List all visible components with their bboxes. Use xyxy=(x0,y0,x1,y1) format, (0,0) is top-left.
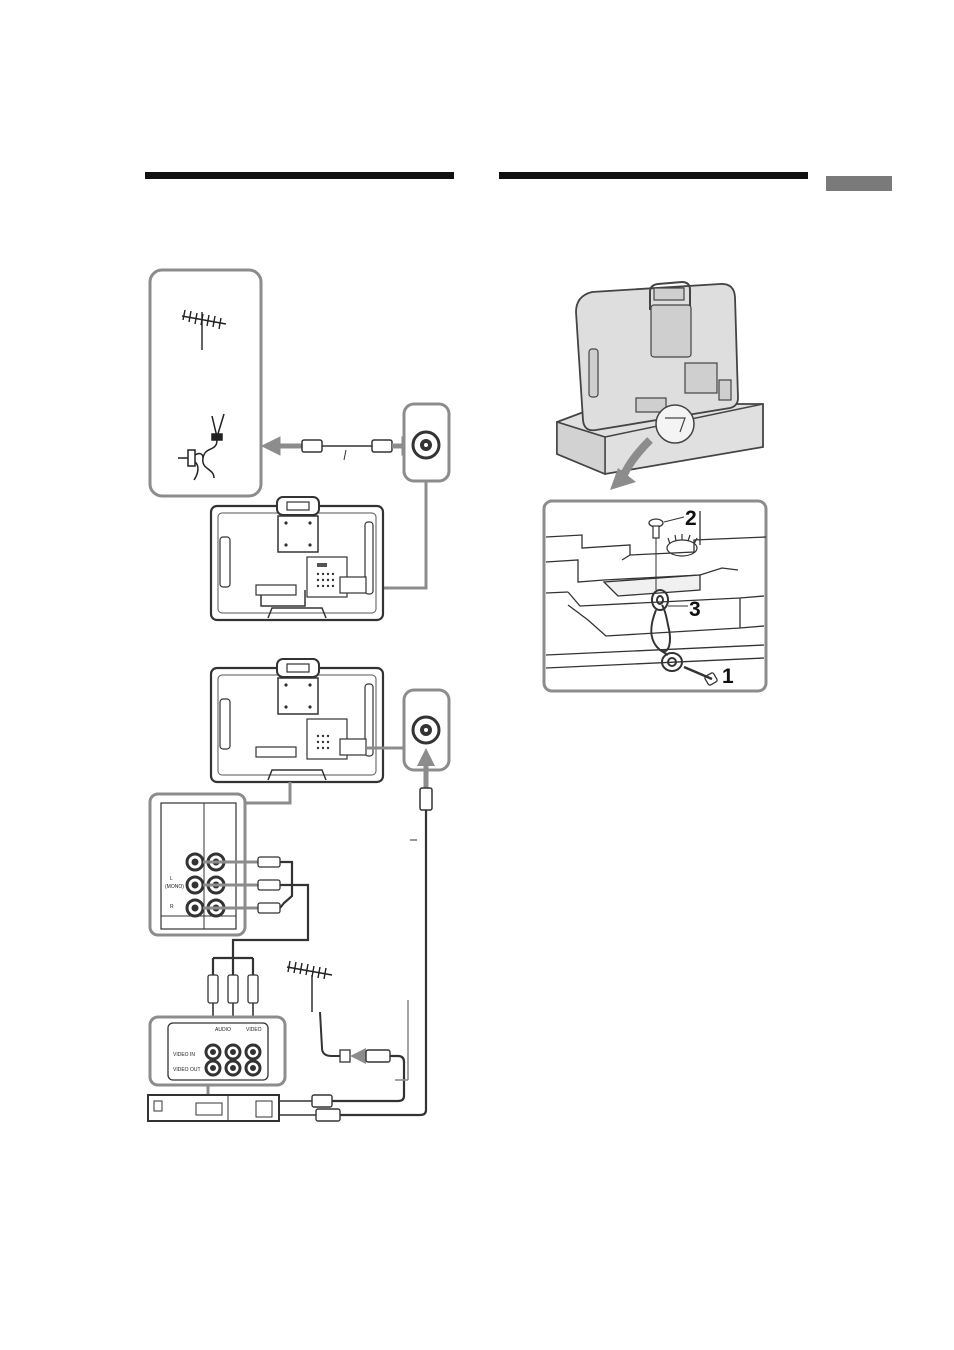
tv-back-1 xyxy=(211,497,383,620)
vcr-body xyxy=(148,1095,279,1121)
coax-cable-1 xyxy=(262,437,418,460)
coax-cable-3 xyxy=(322,1000,408,1101)
detail-magnifier xyxy=(656,405,694,443)
left-channel-label: L xyxy=(170,876,173,882)
step-number-3: 3 xyxy=(689,598,701,621)
vcr-jacks xyxy=(206,1045,260,1075)
tv-securing-figure: 1 2 3 xyxy=(544,282,766,691)
vcr-antenna-icon xyxy=(287,961,342,1056)
vcr-video-label: VIDEO xyxy=(246,1027,262,1033)
vcr-video-out-label: VIDEO OUT xyxy=(173,1067,201,1073)
vcr-connection-figure: L (MONO) R xyxy=(148,659,449,1121)
vcr-video-in-label: VIDEO IN xyxy=(173,1052,195,1058)
vcr-audio-label: AUDIO xyxy=(215,1027,231,1033)
right-channel-label: R xyxy=(170,904,174,910)
mono-label: (MONO) xyxy=(165,884,184,890)
antenna-connection-figure xyxy=(150,270,449,620)
step-number-1: 1 xyxy=(722,665,734,688)
antenna-types-callout xyxy=(150,270,261,496)
step-number-2: 2 xyxy=(685,507,697,530)
coax-cable-2 xyxy=(340,810,426,1115)
tv-rear-view xyxy=(576,282,738,430)
tv-back-2 xyxy=(211,659,383,782)
